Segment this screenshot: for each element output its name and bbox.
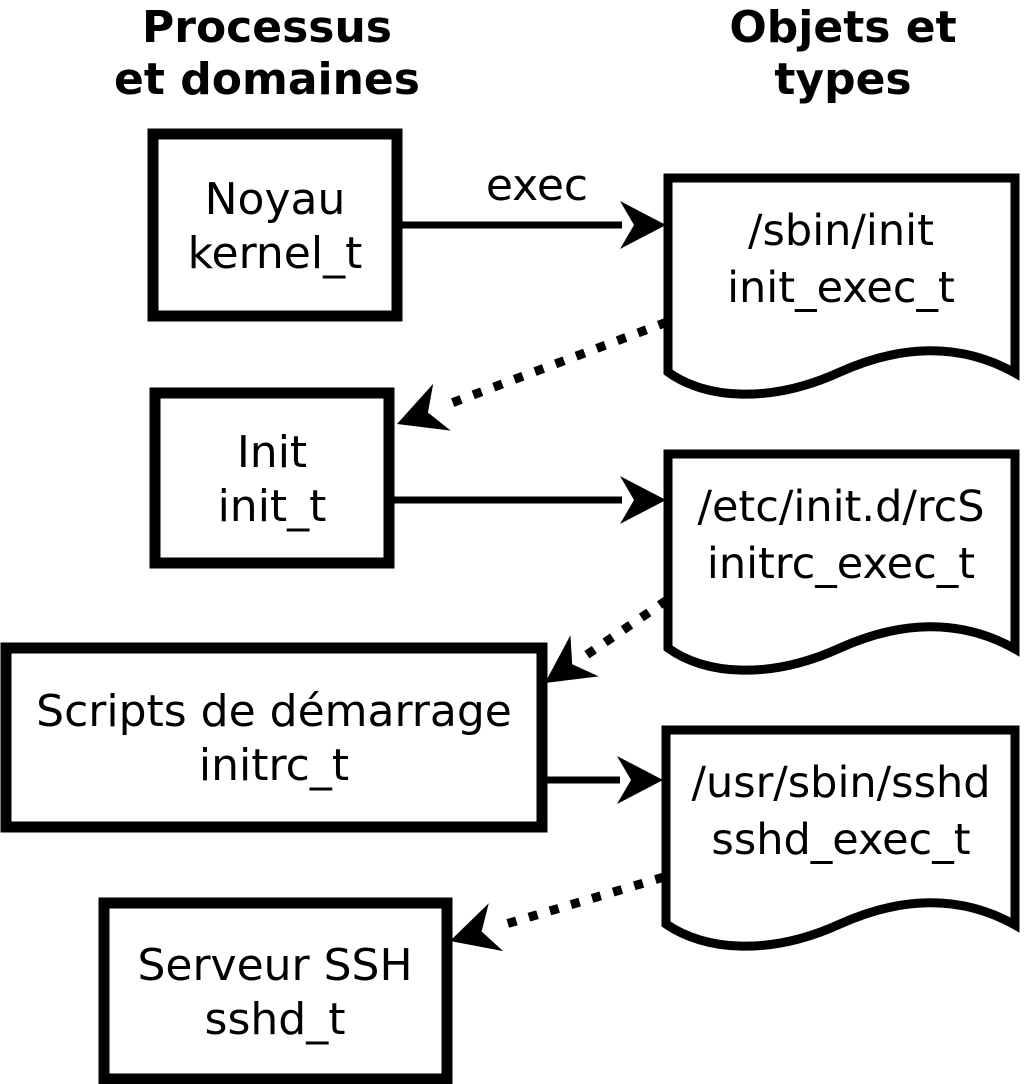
column-header-processes: Processus et domaines (114, 2, 420, 105)
document-usr-sbin-sshd: /usr/sbin/sshd sshd_exec_t (661, 725, 1020, 951)
process-box-initrc: Scripts de démarrage initrc_t (0, 642, 548, 833)
dotted-arrow-sshdexec-to-sshd (450, 872, 666, 952)
dotted-line (582, 596, 670, 660)
exec-arrow-label: exec (486, 160, 588, 211)
arrowhead-icon (617, 756, 663, 804)
process-box-kernel: Noyau kernel_t (147, 128, 403, 322)
arrow-init-to-rcs (390, 476, 666, 524)
process-box-shape (149, 387, 395, 569)
document-shape (663, 173, 1020, 399)
process-type-label: sshd_t (205, 994, 346, 1045)
arrowhead-icon (450, 903, 504, 952)
process-box-shape (147, 128, 403, 322)
column-header-objects: Objets et types (729, 2, 956, 105)
document-type-label: sshd_exec_t (711, 815, 970, 865)
dotted-line (439, 317, 669, 412)
process-box-shape (98, 897, 453, 1084)
process-name-label: Init (237, 427, 307, 478)
arrowhead-icon (397, 383, 451, 431)
document-path-label: /usr/sbin/sshd (691, 758, 990, 808)
dotted-arrow-sbininit-to-init (397, 317, 669, 431)
dotted-line (494, 872, 666, 932)
process-box-sshd: Serveur SSH sshd_t (98, 897, 453, 1084)
arrowhead-icon (620, 201, 666, 249)
process-type-label: initrc_t (199, 740, 349, 791)
document-sbin-init: /sbin/init init_exec_t (663, 173, 1020, 399)
arrowhead-icon (545, 635, 599, 683)
document-shape (661, 725, 1020, 951)
header-objects-line2: types (774, 54, 911, 105)
arrowhead-icon (620, 476, 666, 524)
document-etc-initd-rcs: /etc/init.d/rcS initrc_exec_t (663, 449, 1020, 675)
process-box-init: Init init_t (149, 387, 395, 569)
process-name-label: Scripts de démarrage (36, 686, 512, 737)
header-objects-line1: Objets et (729, 2, 956, 53)
document-path-label: /sbin/init (748, 206, 934, 256)
process-name-label: Serveur SSH (137, 940, 412, 991)
document-type-label: initrc_exec_t (707, 539, 975, 589)
header-processes-line1: Processus (142, 2, 392, 53)
process-type-label: init_t (218, 481, 327, 532)
process-type-label: kernel_t (188, 228, 363, 279)
document-path-label: /etc/init.d/rcS (697, 482, 984, 532)
document-type-label: init_exec_t (727, 263, 955, 313)
header-processes-line2: et domaines (114, 54, 420, 105)
dotted-arrow-rcs-to-initrc (545, 596, 670, 683)
process-box-shape (0, 642, 548, 833)
process-name-label: Noyau (205, 174, 346, 225)
arrow-exec-kernel-to-sbininit: exec (397, 160, 666, 249)
document-shape (663, 449, 1020, 675)
arrow-initrc-to-sshdexec (542, 756, 663, 804)
